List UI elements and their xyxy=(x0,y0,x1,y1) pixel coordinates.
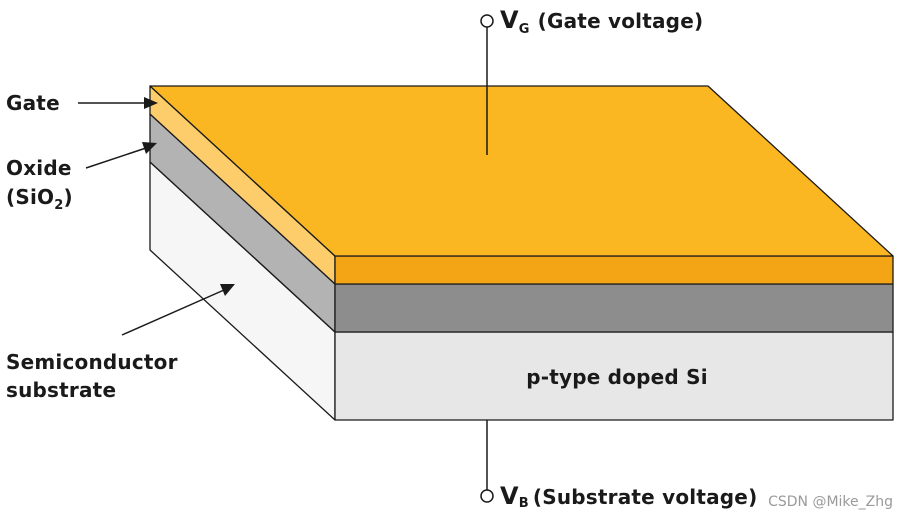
watermark: CSDN @Mike_Zhg xyxy=(768,494,893,510)
substrate-label-line1: Semiconductor xyxy=(6,350,178,374)
oxide-label-line2: (SiO2) xyxy=(6,185,73,213)
oxide-front-face xyxy=(334,283,894,333)
substrate-front-face xyxy=(334,331,894,421)
substrate-label-line2: substrate xyxy=(6,378,116,402)
gate-voltage-label: VG(Gate voltage) xyxy=(500,6,703,37)
gate-front-face xyxy=(334,255,894,285)
substrate-terminal-node xyxy=(480,489,494,503)
gate-pointer-head xyxy=(144,97,158,109)
doped-region-label: p-type doped Si xyxy=(526,365,708,389)
oxide-pointer-head xyxy=(142,142,157,154)
substrate-voltage-label: VB(Substrate voltage) xyxy=(500,482,757,511)
substrate-pointer-head xyxy=(220,284,235,296)
oxide-label-line1: Oxide xyxy=(6,156,72,180)
gate-label: Gate xyxy=(6,91,60,115)
gate-terminal-node xyxy=(480,14,494,28)
gate-top-face xyxy=(149,85,894,257)
substrate-pointer-line xyxy=(121,289,225,336)
oxide-pointer-line xyxy=(85,147,147,169)
